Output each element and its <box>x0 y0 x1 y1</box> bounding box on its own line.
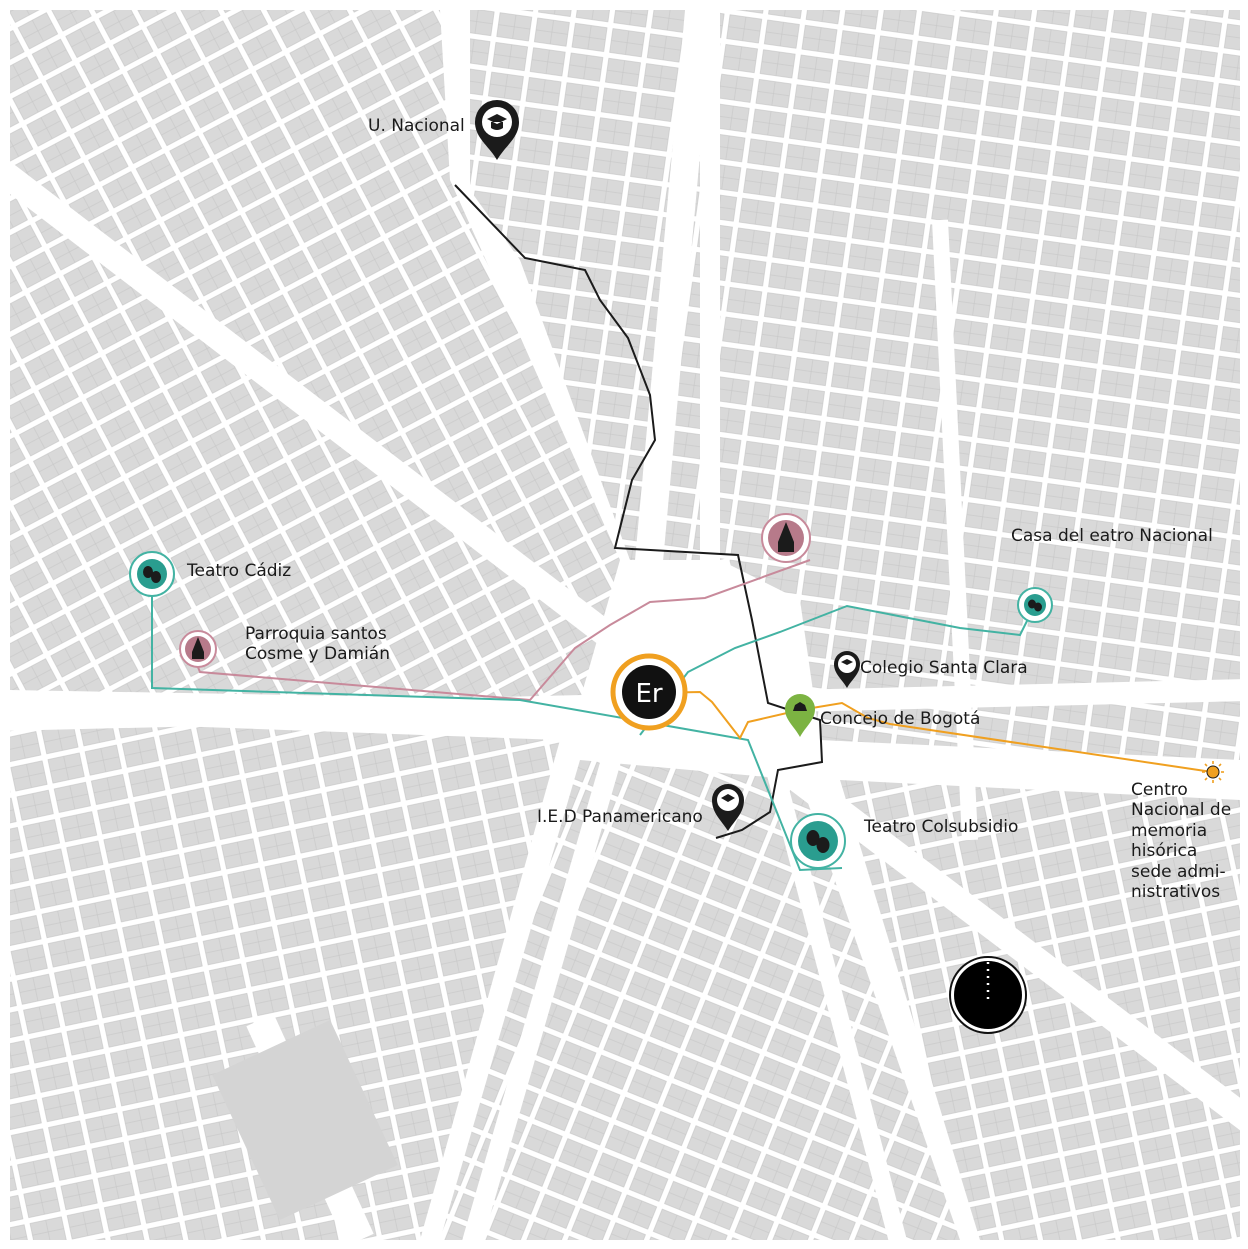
theater-masks-icon[interactable] <box>129 551 175 597</box>
label-casa-teatro: Casa del eatro Nacional <box>1011 526 1213 546</box>
route-pink <box>192 559 811 702</box>
hub-label: Er <box>635 679 662 709</box>
label-concejo: Concejo de Bogotá <box>820 709 981 729</box>
label-u-nacional: U. Nacional <box>368 116 465 136</box>
label-centro-memoria: Centro Nacional de memoria hisórica sede… <box>1131 780 1232 902</box>
sun-icon[interactable] <box>1202 761 1224 783</box>
label-teatro-colsubsidio: Teatro Colsubsidio <box>864 817 1019 837</box>
church-icon-north[interactable] <box>761 513 811 563</box>
government-pin-icon[interactable] <box>785 694 815 737</box>
label-ied: I.E.D Panamericano <box>537 807 703 827</box>
route-black <box>454 184 824 839</box>
label-colegio: Colegio Santa Clara <box>860 658 1028 678</box>
graduation-cap-pin-icon-ied[interactable] <box>712 784 744 831</box>
dotted-circle-icon <box>949 956 1027 1034</box>
route-orange <box>649 690 1213 773</box>
label-teatro-cadiz: Teatro Cádiz <box>187 561 292 581</box>
theater-masks-icon-casa[interactable] <box>1017 587 1053 623</box>
theater-masks-icon-colsubsidio[interactable] <box>790 813 846 869</box>
church-icon[interactable] <box>179 630 217 668</box>
er-hub-icon[interactable]: Er <box>610 653 688 731</box>
label-parroquia: Parroquia santos Cosme y Damián <box>245 624 390 664</box>
graduation-cap-pin-icon-colegio[interactable] <box>834 651 860 688</box>
graduation-cap-pin-icon[interactable] <box>475 100 519 160</box>
route-teal-east <box>639 604 1036 736</box>
